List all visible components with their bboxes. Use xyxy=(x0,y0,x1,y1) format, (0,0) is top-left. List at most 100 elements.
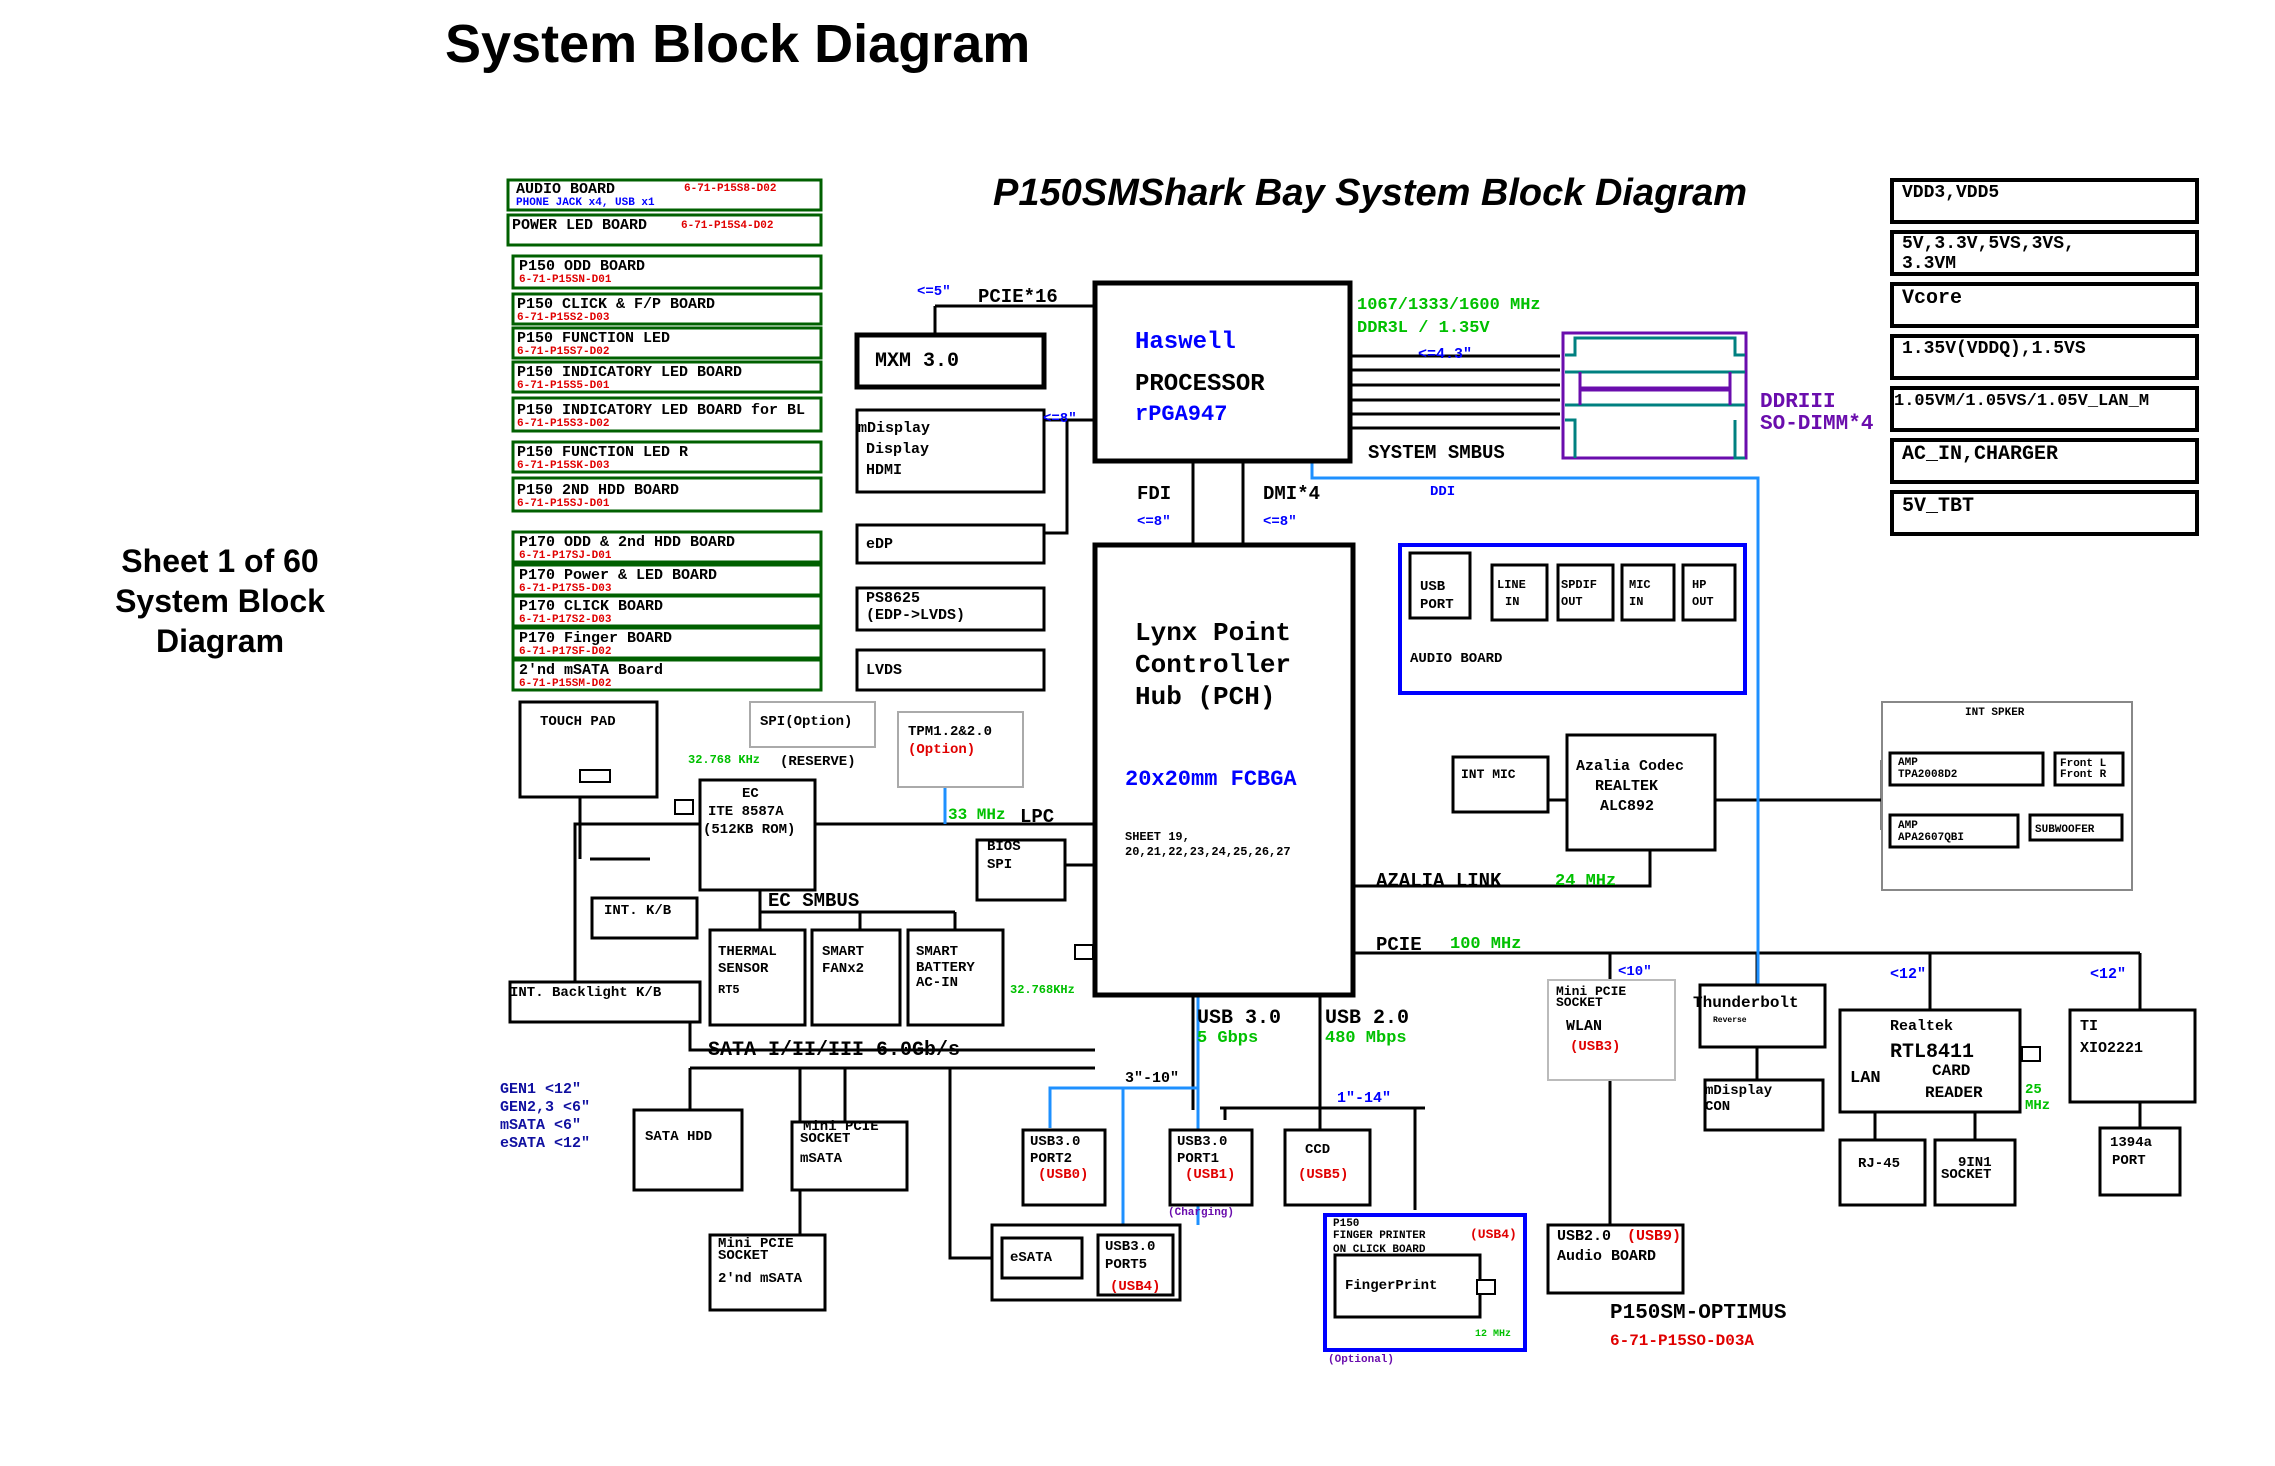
usb-audio-id: (USB9) xyxy=(1627,1228,1681,1245)
diagram-title: P150SMShark Bay System Block Diagram xyxy=(993,172,1747,214)
fp-board-label: P150 xyxy=(1333,1218,1359,1230)
board-box xyxy=(511,476,823,513)
bus-lines xyxy=(510,304,2142,1260)
hp-label-2: OUT xyxy=(1692,595,1714,609)
board-box xyxy=(506,178,823,212)
pch-package: 20x20mm FCBGA xyxy=(1125,767,1297,792)
mdisplay-box xyxy=(855,408,1046,494)
touchpad-label: TOUCH PAD xyxy=(540,714,616,730)
sata-hdd-label: SATA HDD xyxy=(645,1129,712,1145)
9in1-label: 9IN1 xyxy=(1958,1155,1992,1171)
crystal-icon xyxy=(674,799,694,815)
azalia-vendor: REALTEK xyxy=(1595,778,1658,795)
usb-port5-id: (USB4) xyxy=(1110,1279,1160,1295)
board-code: 6-71-P15SN-D01 xyxy=(519,274,612,286)
fingerprint-label: FingerPrint xyxy=(1345,1278,1437,1294)
msata2-box xyxy=(708,1233,827,1312)
msata2-label: 2'nd mSATA xyxy=(718,1271,803,1287)
1394-label: 1394a xyxy=(2110,1135,2153,1151)
amp2-box xyxy=(1888,813,2020,849)
board-name: P170 ODD & 2nd HDD BOARD xyxy=(519,534,735,551)
display-label: Display xyxy=(866,441,929,458)
board-code: 6-71-P17S2-D03 xyxy=(519,614,612,626)
9in1-box xyxy=(1933,1138,2017,1207)
board-code: 6-71-P15S3-D02 xyxy=(517,418,609,430)
ccd-box xyxy=(1283,1128,1372,1207)
mic-label: MIC xyxy=(1629,578,1651,592)
power-box xyxy=(1890,230,2199,276)
mdisplay-label: mDisplay xyxy=(858,420,930,437)
lpc-label: LPC xyxy=(1020,806,1054,828)
len-label: <=8" xyxy=(1043,411,1077,427)
tpm-box xyxy=(897,711,1024,788)
power-box xyxy=(1890,178,2199,224)
intspk-box xyxy=(1881,701,2133,891)
pch-box xyxy=(1092,542,1356,998)
msata-box xyxy=(790,1120,909,1192)
board-code: 6-71-P15SJ-D01 xyxy=(517,498,610,510)
1394-port: PORT xyxy=(2112,1153,2146,1169)
pcie-freq: 100 MHz xyxy=(1450,935,1521,954)
dimm-outline xyxy=(1561,331,1748,460)
front-left-label: Front L xyxy=(2060,758,2107,770)
reserve-label: (RESERVE) xyxy=(780,754,856,770)
ps8625-label: PS8625 xyxy=(866,590,920,607)
board-box xyxy=(511,254,823,290)
usb-port1-id: (USB1) xyxy=(1185,1167,1235,1183)
intmic-box xyxy=(1451,755,1550,814)
board-code: 6-71-P17S5-D03 xyxy=(519,583,612,595)
fdi-label: FDI xyxy=(1137,483,1171,505)
socket-label: SOCKET xyxy=(800,1131,850,1147)
hdmi-label: HDMI xyxy=(866,462,902,479)
battery-box xyxy=(906,928,1005,1027)
backlight-box xyxy=(508,980,702,1024)
cpu-socket: rPGA947 xyxy=(1135,402,1227,427)
pch-sheet1: SHEET 19, xyxy=(1125,830,1190,844)
esata-box xyxy=(1000,1236,1084,1280)
amp2-part: APA2607QBI xyxy=(1898,832,1964,844)
board-name: P150 INDICATORY LED BOARD xyxy=(517,364,742,381)
board-box xyxy=(511,396,823,433)
power-rails: VDD3,VDD5 5V,3.3V,5VS,3VS, 3.3VM Vcore 1… xyxy=(1890,178,2199,536)
1394-box xyxy=(2098,1126,2182,1197)
msata-len: mSATA <6" xyxy=(500,1117,581,1134)
thunderbolt-box xyxy=(1698,983,1827,1049)
lan-label: LAN xyxy=(1850,1069,1881,1088)
pch-line1: Lynx Point xyxy=(1135,618,1291,648)
board-box xyxy=(511,292,823,326)
crystal-icon xyxy=(2021,1046,2041,1062)
ccd-id: (USB5) xyxy=(1298,1167,1348,1183)
fp-clock: 12 MHz xyxy=(1475,1329,1511,1340)
power-label: AC_IN,CHARGER xyxy=(1902,443,2058,466)
ec-rom: (512KB ROM) xyxy=(703,822,795,838)
bios-box xyxy=(975,838,1067,902)
board-box xyxy=(511,658,823,692)
diagram-labels: Haswell PROCESSOR rPGA947 Lynx Point Con… xyxy=(500,284,2153,1366)
ec-box xyxy=(698,778,817,892)
tpm-option: (Option) xyxy=(908,742,975,758)
mem-voltage: DDR3L / 1.35V xyxy=(1357,319,1490,338)
fingerprint-group xyxy=(1323,1213,1527,1352)
usb-port1-label: USB3.0 xyxy=(1177,1134,1227,1150)
minipcie-label: Mini PCIE xyxy=(718,1236,794,1252)
power-box xyxy=(1890,490,2199,536)
sata-label: SATA I/II/III 6.0Gb/s xyxy=(708,1039,960,1062)
front-right-label: Front R xyxy=(2060,769,2107,781)
cpu-name: Haswell xyxy=(1135,329,1236,356)
edp-box xyxy=(855,523,1046,565)
mxm-label: MXM 3.0 xyxy=(875,350,959,373)
len-label: <=4.3" xyxy=(1418,346,1472,363)
board-box xyxy=(511,360,823,394)
ccd-label: CCD xyxy=(1305,1142,1330,1158)
power-box xyxy=(1890,438,2199,484)
usb-port1-name: PORT1 xyxy=(1177,1151,1219,1167)
linein-label-2: IN xyxy=(1505,595,1519,609)
spi-box xyxy=(749,701,876,748)
linein-label: LINE xyxy=(1497,578,1526,592)
esata-label: eSATA xyxy=(1010,1250,1053,1266)
page-title: System Block Diagram xyxy=(445,14,1030,74)
usb-audio-label: USB2.0 xyxy=(1557,1228,1611,1245)
realtek-vendor: Realtek xyxy=(1890,1018,1953,1035)
azalia-label: Azalia Codec xyxy=(1576,758,1684,775)
intmic-label: INT MIC xyxy=(1461,767,1516,782)
